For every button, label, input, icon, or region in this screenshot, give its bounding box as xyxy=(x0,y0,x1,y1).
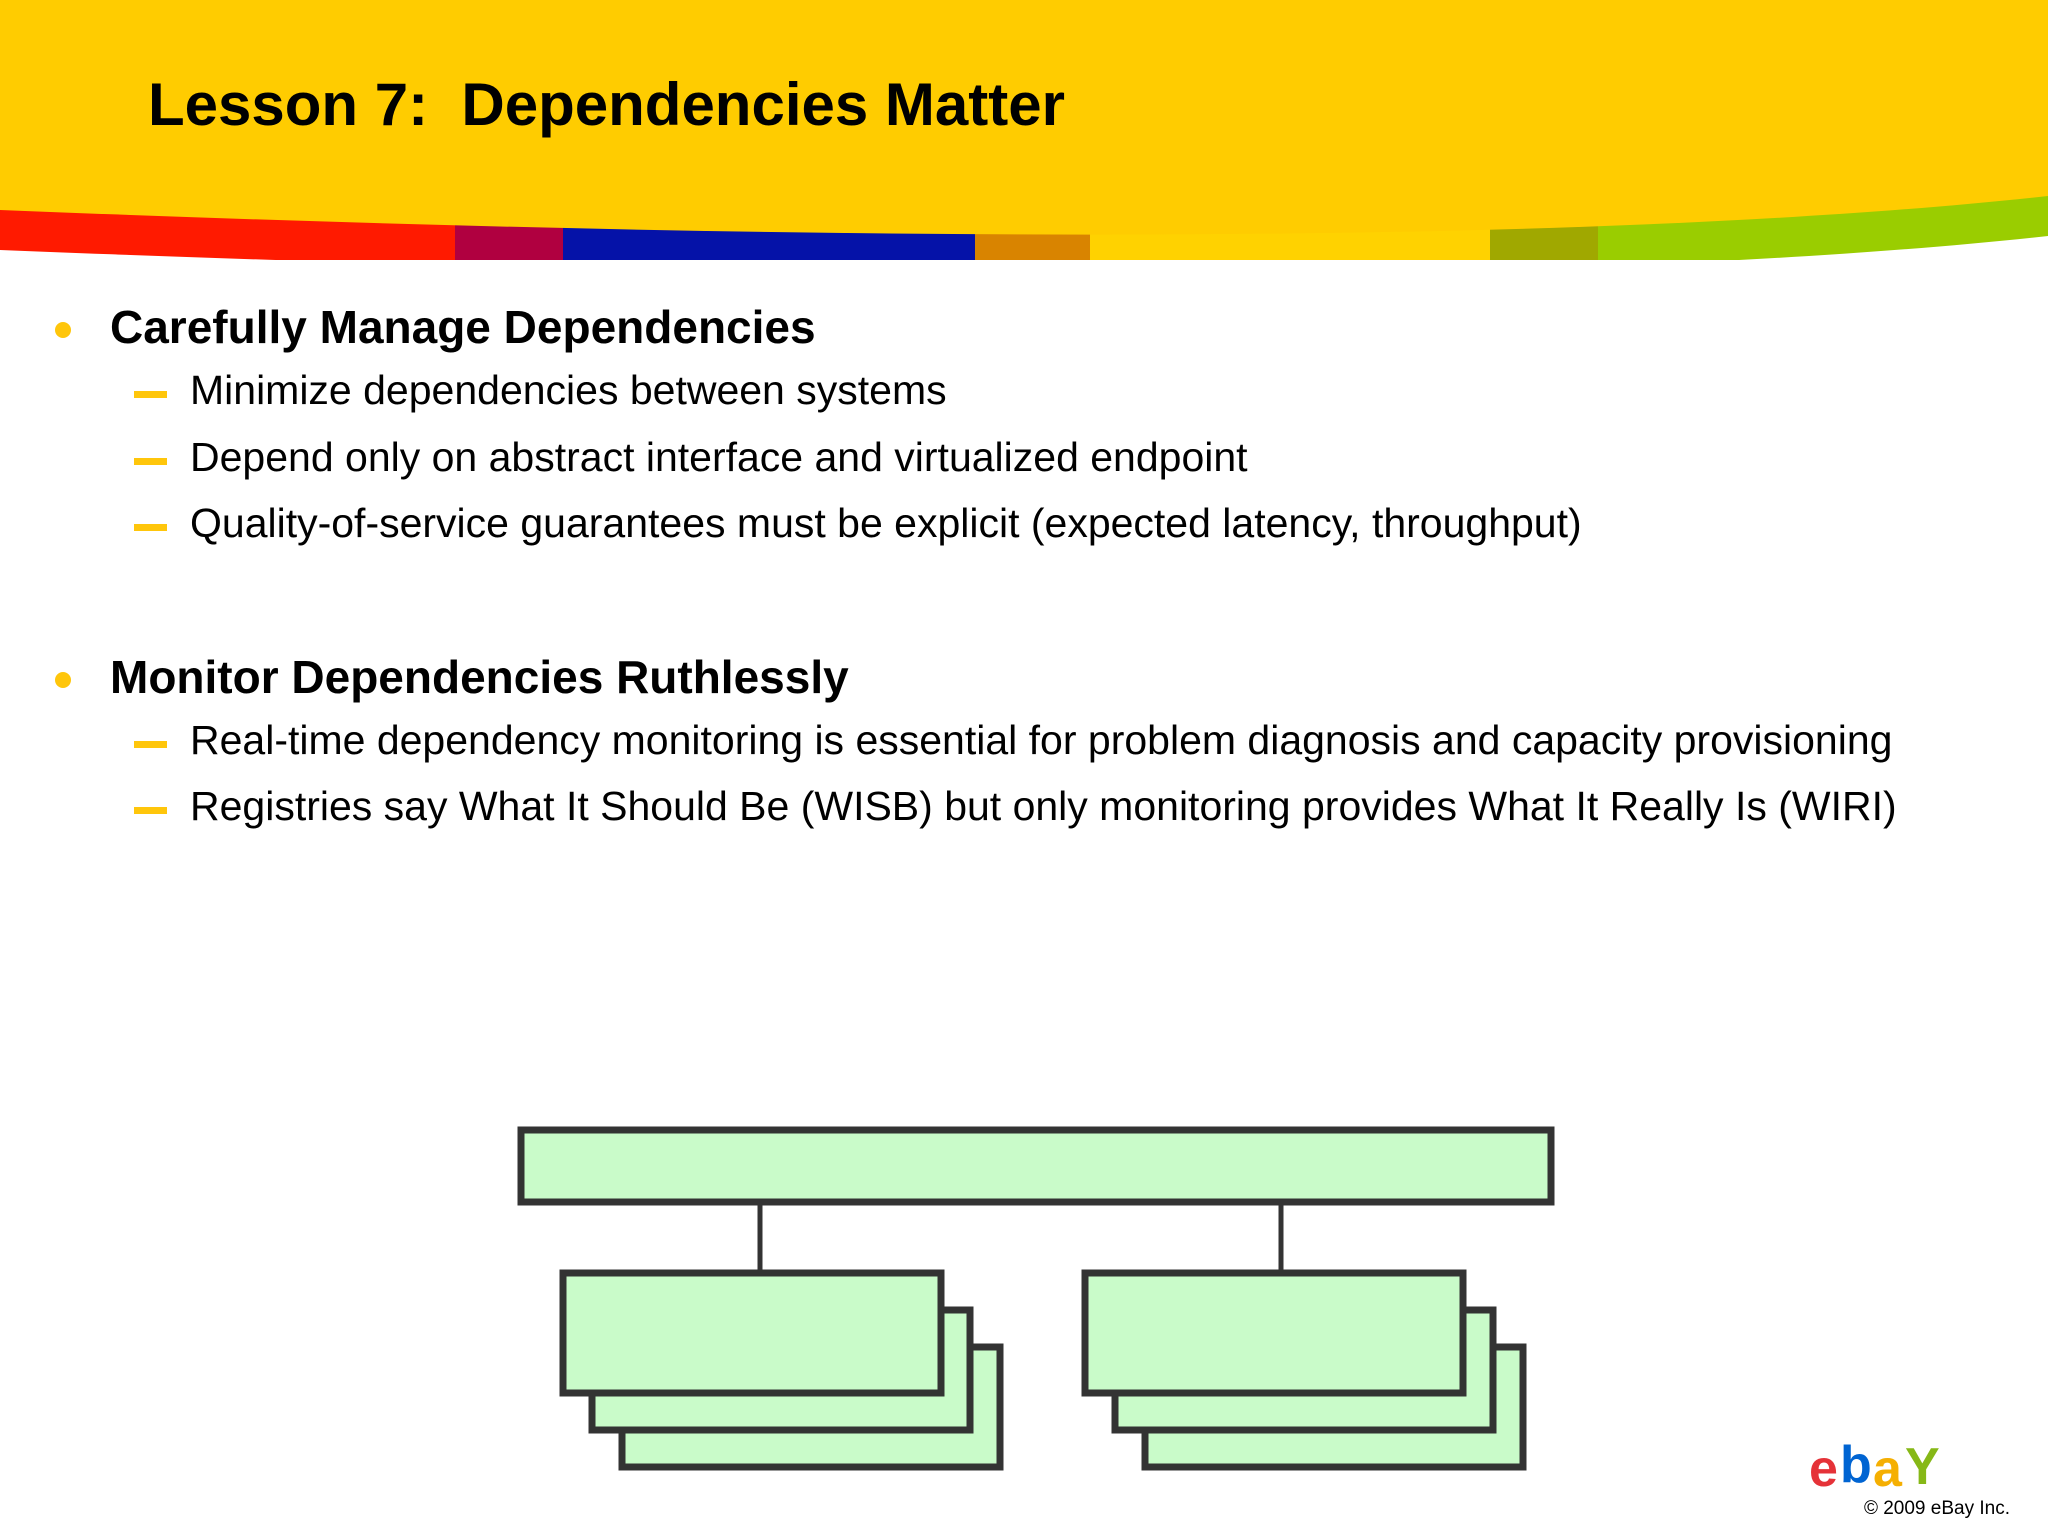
bullet-item: Minimize dependencies between systems xyxy=(0,364,2048,416)
ebay-logo-letter-y: Y xyxy=(1905,1440,1940,1496)
section-heading: Carefully Manage Dependencies xyxy=(0,300,2048,354)
footer: e b a Y © 2009 eBay Inc. xyxy=(1764,1440,2014,1520)
bullet-dot-icon xyxy=(55,322,71,338)
bullet-dash-icon xyxy=(134,740,167,748)
dependency-diagram-graphic xyxy=(517,1126,1555,1471)
bullet-item: Depend only on abstract interface and vi… xyxy=(0,431,2048,483)
section-spacer xyxy=(0,564,2048,650)
diagram-child-stack-left xyxy=(559,1269,1004,1471)
ebay-logo-letter-b: b xyxy=(1840,1440,1872,1494)
bullet-dash-icon xyxy=(134,391,167,399)
section-heading: Monitor Dependencies Ruthlessly xyxy=(0,650,2048,704)
bullet-item-label: Minimize dependencies between systems xyxy=(190,367,947,414)
bullet-dash-icon xyxy=(134,524,167,532)
diagram-child-box-front xyxy=(1081,1269,1467,1397)
ebay-logo-letter-a: a xyxy=(1873,1440,1903,1496)
section-heading-label: Carefully Manage Dependencies xyxy=(110,301,816,353)
diagram-child-box-front xyxy=(559,1269,945,1397)
bullet-item-label: Registries say What It Should Be (WISB) … xyxy=(190,783,1897,830)
bullet-item: Real-time dependency monitoring is essen… xyxy=(0,714,2048,766)
page-title: Lesson 7: Dependencies Matter xyxy=(148,71,1065,138)
slide-body: Carefully Manage Dependencies Minimize d… xyxy=(0,300,2048,847)
bullet-dot-icon xyxy=(55,671,71,688)
diagram-child-stack-right xyxy=(1081,1269,1527,1471)
bullet-item-label: Real-time dependency monitoring is essen… xyxy=(190,716,1893,763)
dependency-diagram xyxy=(0,1125,2048,1505)
ebay-logo: e b a Y xyxy=(1809,1440,1940,1496)
bullet-item-label: Depend only on abstract interface and vi… xyxy=(190,433,1248,480)
bullet-item: Registries say What It Should Be (WISB) … xyxy=(0,780,2048,832)
header-yellow-overlay xyxy=(0,0,2048,235)
bullet-dash-icon xyxy=(134,457,167,465)
bullet-item-label: Quality-of-service guarantees must be ex… xyxy=(190,500,1582,547)
ebay-logo-letter-e: e xyxy=(1809,1440,1838,1496)
bullet-dash-icon xyxy=(134,807,167,815)
slide-header: Lesson 7: Dependencies Matter xyxy=(0,0,2048,260)
diagram-parent-box xyxy=(517,1126,1555,1206)
section-heading-label: Monitor Dependencies Ruthlessly xyxy=(110,650,849,703)
bullet-item: Quality-of-service guarantees must be ex… xyxy=(0,497,2048,549)
header-wave-graphic xyxy=(0,0,2048,260)
copyright-text: © 2009 eBay Inc. xyxy=(1863,1498,2010,1519)
